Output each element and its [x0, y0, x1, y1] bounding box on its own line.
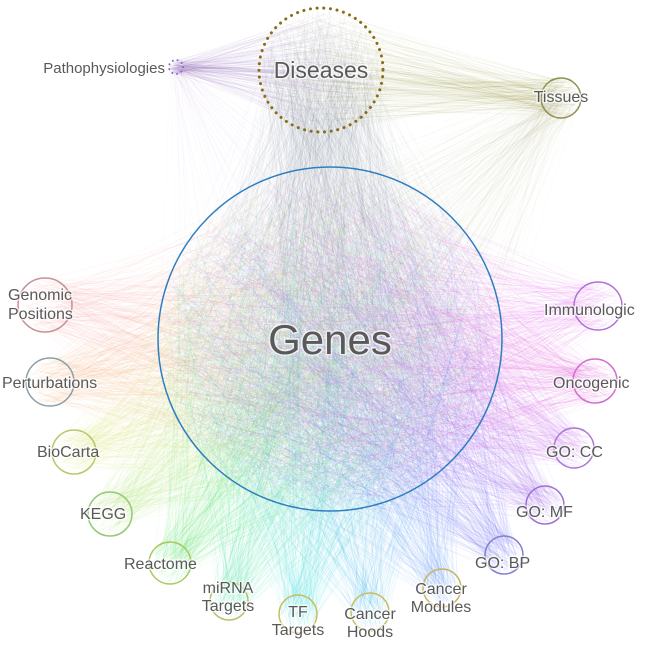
node-genomic-positions[interactable] [17, 277, 73, 333]
node-diseases[interactable] [257, 6, 385, 134]
node-label-kegg: KEGG [80, 506, 126, 523]
edge-bundle-perturbations-genes [26, 170, 495, 497]
node-go-cc[interactable] [553, 427, 595, 469]
node-go-bp[interactable] [484, 535, 524, 575]
node-perturbations[interactable] [25, 357, 75, 407]
edge-bundle-tissues-diseases [259, 11, 580, 132]
node-label-reactome: Reactome [124, 556, 197, 573]
node-tissues[interactable] [540, 77, 582, 119]
edge-bundle-kegg-genes [88, 171, 490, 536]
node-label-tissues: Tissues [534, 89, 589, 106]
edge-bundle-biocarta-genes [53, 171, 496, 505]
node-cancer-hoods[interactable] [350, 592, 390, 632]
node-label-pathophysiologies: Pathophysiologies [43, 60, 165, 77]
node-immunologic[interactable] [573, 281, 623, 331]
edge-bundle-pathophysiologies-diseases [169, 13, 382, 128]
node-label-perturbations: Perturbations [2, 375, 97, 392]
edge-bundle-pathophysiologies-genes [159, 60, 469, 502]
edge-bundle-go-mf-genes [164, 171, 564, 524]
edge-bundle-genomic-positions-genes [18, 172, 502, 498]
node-label-immunologic: Immunologic [544, 302, 635, 319]
edge-bundle-genes-genes [158, 169, 501, 512]
node-label-diseases: Diseases [274, 57, 369, 83]
edge-bundle-oncogenic-genes [172, 176, 617, 503]
edge-bundle-cancer-hoods-genes [162, 177, 487, 631]
node-biocarta[interactable] [51, 429, 97, 475]
node-label-go-bp: GO: BP [475, 555, 530, 572]
edge-bundle-diseases-genes [160, 9, 502, 504]
node-label-genes: Genes [268, 316, 392, 363]
edge-bundle-tf-targets-genes [160, 187, 495, 633]
node-cancer-modules[interactable] [422, 568, 462, 608]
node-oncogenic[interactable] [572, 358, 618, 404]
node-label-biocarta: BioCarta [37, 444, 99, 461]
node-label-oncogenic: Oncogenic [553, 375, 630, 392]
edge-bundle-mirna-targets-genes [174, 172, 496, 620]
node-label-go-cc: GO: CC [546, 444, 603, 461]
edge-bundle-immunologic-genes [166, 171, 620, 497]
node-pathophysiologies[interactable] [168, 59, 184, 75]
node-genes[interactable] [157, 166, 503, 512]
edge-bundle-reactome-genes [149, 179, 499, 584]
node-go-mf[interactable] [525, 485, 565, 525]
edge-bundle-go-cc-genes [162, 173, 593, 509]
node-tf-targets[interactable] [278, 594, 318, 634]
node-mirna-targets[interactable] [209, 581, 249, 621]
edge-bundle-tissues-genes [164, 78, 581, 504]
node-kegg[interactable] [87, 491, 133, 537]
edge-bundle-cancer-modules-genes [161, 178, 500, 607]
node-reactome[interactable] [148, 541, 192, 585]
node-label-go-mf: GO: MF [516, 504, 573, 521]
